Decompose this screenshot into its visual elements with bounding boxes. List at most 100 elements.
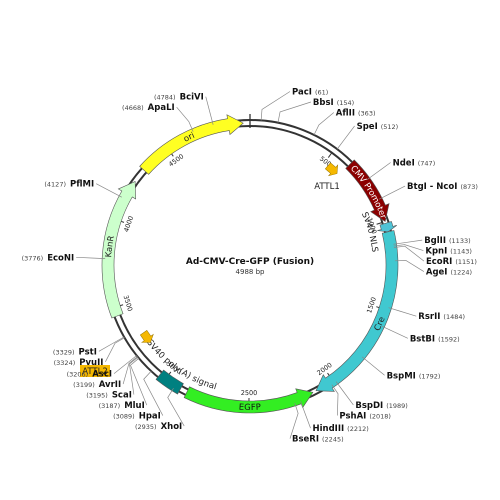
plasmid-size: 4988 bp (236, 268, 265, 276)
feature-shape (183, 386, 314, 414)
site-leader (289, 402, 299, 439)
site-spei[interactable]: SpeI(512) (336, 122, 398, 150)
feature-cre[interactable]: Cre (281, 197, 399, 403)
site-name: AscI (92, 370, 112, 380)
site-apali[interactable]: (4668) ApaLI (122, 103, 194, 132)
site-position: (1592) (438, 335, 460, 343)
site-name: PshAI (339, 411, 366, 421)
site-name: BstBI (410, 334, 435, 344)
feature-shape (315, 230, 399, 392)
site-name: ApaLI (148, 103, 175, 113)
feature-shape (139, 114, 244, 175)
site-asci[interactable]: (3206)AscI (67, 355, 137, 380)
site-position: (3195) (86, 392, 108, 400)
site-name: BbsI (313, 98, 334, 108)
site-label: BglII(1133) (424, 236, 470, 246)
site-paci[interactable]: PacI(61) (260, 88, 328, 121)
site-leader (335, 381, 354, 406)
site-label: BseRI(2245) (292, 435, 344, 445)
site-label: HindIII(2212) (313, 424, 369, 434)
site-leader (394, 260, 425, 272)
site-rsrii[interactable]: RsrII(1484) (388, 307, 465, 323)
site-label: EcoRI(1151) (426, 257, 477, 267)
att-label-box (80, 365, 110, 377)
site-name: EcoRI (426, 257, 452, 267)
site-name: PflMI (70, 180, 94, 190)
site-bseri[interactable]: BseRI(2245) (289, 402, 344, 445)
site-bcivi[interactable]: (4784)BciVI (154, 93, 214, 125)
site-position: (1143) (450, 248, 472, 256)
site-btgi-ncoi[interactable]: BtgI - NcoI(873) (379, 182, 478, 200)
site-leader (336, 125, 355, 150)
site-scai[interactable]: (3195)ScaI (86, 356, 139, 401)
site-ecori[interactable]: EcoRI(1151) (393, 245, 477, 267)
tick-label: 4000 (122, 215, 135, 233)
site-econi[interactable]: (3776)EcoNI (22, 253, 106, 263)
site-label: (4668) ApaLI (122, 103, 175, 113)
site-bstbi[interactable]: BstBI(1592) (381, 325, 460, 344)
site-leader (260, 91, 291, 121)
site-aflii[interactable]: AflII(363) (313, 109, 376, 136)
site-pvuii[interactable]: (3324)PvuII (54, 337, 125, 368)
site-leader (176, 106, 194, 132)
site-leader (300, 400, 311, 429)
site-position: (4668) (122, 104, 144, 112)
site-bspmi[interactable]: BspMI(1792) (361, 356, 440, 381)
site-label: BtgI - NcoI(873) (407, 182, 478, 192)
att-site-attl1[interactable]: ATTL1 (314, 160, 341, 192)
feature-kanr[interactable]: KanR (101, 155, 161, 349)
site-pshai[interactable]: PshAI(2018) (331, 384, 391, 422)
att-label: ATTL2 (82, 367, 108, 377)
site-position: (747) (418, 160, 435, 168)
site-ndei[interactable]: NdeI(747) (366, 159, 436, 180)
plasmid-name: Ad-CMV-Cre-GFP (Fusion) (186, 257, 314, 267)
feature-egfp[interactable]: EGFP (156, 371, 344, 414)
site-leader (379, 185, 406, 200)
site-leader (130, 357, 148, 406)
site-leader (205, 96, 214, 125)
site-hpai[interactable]: (3089)HpaI (113, 370, 164, 422)
site-label: NdeI(747) (393, 159, 436, 169)
site-psti[interactable]: (3329)PstI (53, 336, 125, 357)
site-bbsi[interactable]: BbsI(154) (277, 98, 354, 123)
site-label: BstBI(1592) (410, 334, 460, 344)
site-avrii[interactable]: (3199)AvrII (73, 356, 138, 390)
site-label: (2935)XhoI (135, 422, 182, 432)
site-position: (363) (358, 110, 375, 118)
feature-label-text: ori (182, 130, 196, 144)
site-leader (277, 101, 312, 123)
site-position: (154) (337, 99, 354, 107)
site-position: (3206) (67, 371, 89, 379)
site-pflmi[interactable]: (4127)PflMI (44, 180, 122, 198)
site-position: (1224) (450, 269, 472, 277)
site-bglii[interactable]: BglII(1133) (393, 236, 471, 246)
site-position: (512) (381, 123, 398, 131)
site-leader (167, 388, 185, 427)
site-kpni[interactable]: KpnI(1143) (393, 244, 472, 257)
site-leader (105, 337, 125, 362)
att-site-attl2[interactable]: ATTL2 (80, 329, 156, 377)
feature-sv40-poly-a-signal[interactable]: SV40 poly(A) signal (136, 320, 240, 395)
site-label: (3195)ScaI (86, 391, 132, 401)
site-leader (388, 307, 417, 317)
site-leader (331, 384, 339, 416)
site-bspdi[interactable]: BspDI(1989) (335, 381, 408, 411)
tick-label: 1500 (365, 296, 378, 314)
site-label: PshAI(2018) (339, 411, 391, 421)
site-name: PstI (79, 347, 97, 357)
site-name: AflII (336, 109, 355, 119)
site-name: PvuII (79, 358, 103, 368)
site-leader (361, 356, 385, 376)
site-label: (3187)MluI (99, 401, 145, 411)
site-name: PacI (292, 88, 312, 98)
site-label: (3199)AvrII (73, 380, 121, 390)
site-xhoi[interactable]: (2935)XhoI (135, 388, 185, 432)
site-hindiii[interactable]: HindIII(2212) (300, 400, 369, 434)
site-label: KpnI(1143) (425, 247, 472, 257)
feature-ori[interactable]: ori (123, 114, 280, 201)
att-arrow (139, 330, 154, 343)
site-agei[interactable]: AgeI(1224) (394, 260, 472, 278)
site-position: (2935) (135, 423, 157, 431)
site-mlui[interactable]: (3187)MluI (99, 357, 148, 411)
